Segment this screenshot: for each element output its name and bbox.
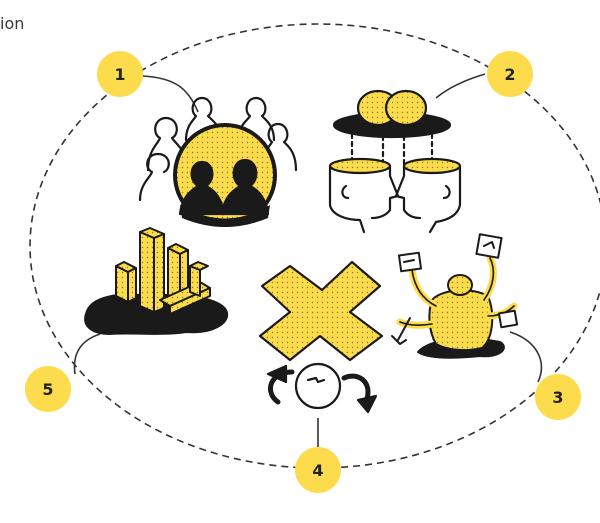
step-number-2: 2 [504, 65, 515, 84]
connector-3 [510, 332, 541, 382]
blocks-on-puddle-icon [85, 228, 227, 334]
step-number-4: 4 [312, 461, 323, 480]
connector-1 [143, 76, 198, 112]
multitasking-person-icon [392, 234, 517, 358]
group-focus-icon [140, 98, 296, 227]
step-number-1: 1 [114, 65, 125, 84]
step-number-3: 3 [552, 388, 563, 407]
step-badge-5: 5 [25, 366, 71, 412]
crossroads-cycle-icon [260, 262, 382, 412]
connector-5 [74, 334, 100, 374]
step-badge-2: 2 [487, 51, 533, 97]
step-badge-3: 3 [535, 374, 581, 420]
step-badge-1: 1 [97, 51, 143, 97]
step-number-5: 5 [42, 380, 53, 399]
step-badge-4: 4 [295, 447, 341, 493]
connector-2 [436, 74, 485, 98]
shared-thinking-icon [330, 91, 460, 232]
